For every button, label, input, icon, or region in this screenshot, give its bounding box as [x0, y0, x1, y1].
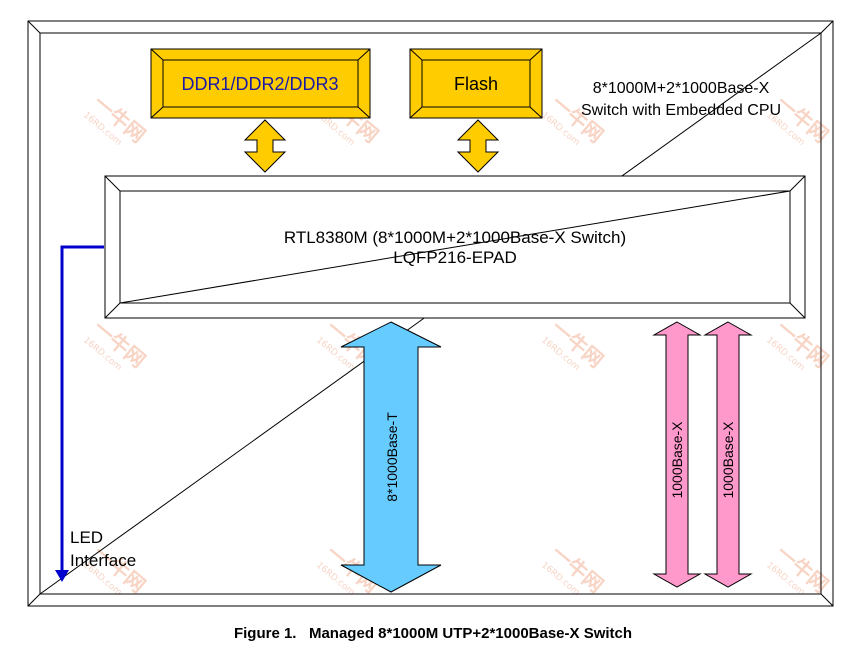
- utp-ports-arrow: [340, 321, 442, 593]
- led-label-line1: LED: [70, 528, 103, 547]
- flash-block: Flash: [409, 48, 543, 119]
- sfp-port2-label: 1000Base-X: [720, 421, 736, 499]
- flash-label: Flash: [454, 74, 498, 94]
- memory-block: DDR1/DDR2/DDR3: [150, 48, 371, 119]
- led-interface-line: [55, 245, 104, 582]
- board-title-line2: Switch with Embedded CPU: [581, 102, 781, 119]
- utp-label: 8*1000Base-T: [384, 412, 400, 502]
- sfp-port1-arrow: [652, 321, 702, 588]
- sfp-port1-label: 1000Base-X: [669, 421, 685, 499]
- memory-label: DDR1/DDR2/DDR3: [181, 74, 338, 94]
- board-title-line1: 8*1000M+2*1000Base-X: [593, 80, 770, 97]
- chip-name: RTL8380M (8*1000M+2*1000Base-X Switch): [284, 228, 626, 247]
- memory-bus-arrow: [243, 119, 287, 173]
- figure-caption: Figure 1. Managed 8*1000M UTP+2*1000Base…: [234, 625, 632, 642]
- sfp-port2-arrow: [703, 321, 753, 588]
- switch-chip: RTL8380M (8*1000M+2*1000Base-X Switch) L…: [104, 175, 806, 319]
- led-arrowhead: [55, 570, 69, 582]
- flash-bus-arrow: [456, 119, 500, 173]
- chip-package: LQFP216-EPAD: [393, 248, 516, 267]
- led-label-line2: Interface: [70, 551, 136, 570]
